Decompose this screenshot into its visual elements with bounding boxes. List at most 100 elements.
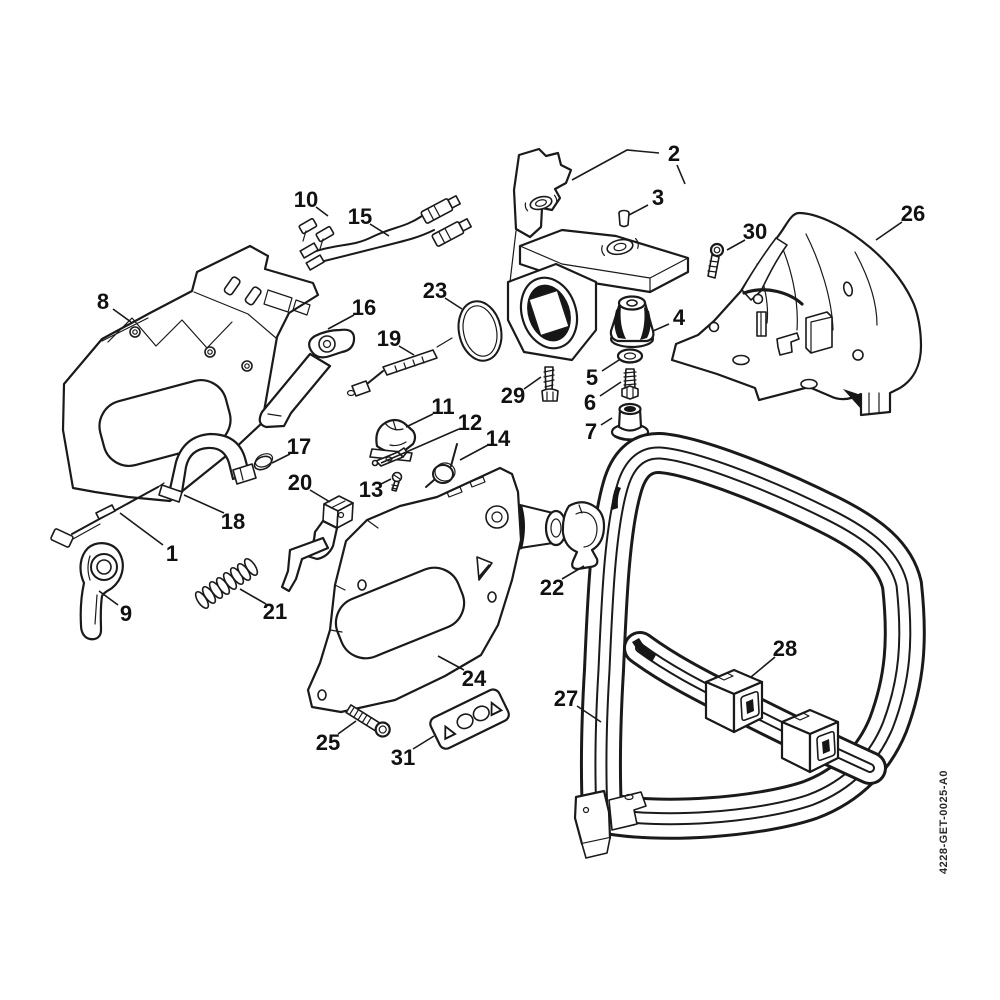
part-label-2: 2: [668, 141, 680, 166]
part-label-21: 21: [263, 599, 287, 624]
part-label-9: 9: [120, 601, 132, 626]
part-19-throttle-cable: [346, 337, 453, 397]
part-label-15: 15: [348, 204, 372, 229]
part-3-pin: [618, 209, 630, 228]
part-label-1: 1: [166, 541, 178, 566]
spade-connector: [431, 217, 472, 247]
part-label-31: 31: [391, 745, 415, 770]
part-31-safety-sticker: [429, 688, 510, 750]
part-label-4: 4: [673, 305, 686, 330]
part-label-25: 25: [316, 730, 340, 755]
part-30-screw: [707, 242, 725, 279]
part-label-13: 13: [359, 477, 383, 502]
leader-line-part-18: [183, 494, 225, 514]
leader-line-part-31: [412, 735, 435, 750]
part-15-wiring-harness: [299, 194, 472, 271]
part-label-8: 8: [97, 289, 109, 314]
leader-line-part-22: [561, 565, 585, 580]
part-22-cable-clip: [561, 501, 606, 571]
leader-line-part-24: [437, 655, 465, 671]
leader-line-part-27: [576, 705, 602, 723]
clamp-block-upper: [704, 668, 764, 734]
part-17-pivot-pin: [253, 453, 274, 471]
part-2-switch-housing-assembly: [506, 147, 690, 362]
part-label-6: 6: [584, 390, 596, 415]
leader-line-part-21: [239, 588, 267, 605]
clamp-block-lower: [780, 708, 840, 774]
leader-line-part-3: [628, 204, 649, 216]
leader-line-part-29: [523, 376, 542, 390]
part-9-choke-lever: [79, 542, 124, 641]
leader-line-part-6: [599, 381, 622, 397]
leader-line-part-17: [271, 453, 291, 464]
part-28-clamp-blocks: [704, 668, 840, 774]
part-label-23: 23: [423, 278, 447, 303]
drawing-number-watermark: 4228-GET-0025-A0: [938, 770, 950, 874]
leader-line-part-16: [327, 314, 355, 330]
part-18-stirrup-bracket: [158, 432, 257, 503]
part-27-handle-foot: [573, 789, 647, 859]
part-label-30: 30: [743, 219, 767, 244]
leader-line-part-2: [571, 149, 660, 181]
part-23-o-ring: [457, 300, 503, 362]
part-label-18: 18: [221, 509, 245, 534]
part-label-17: 17: [287, 434, 311, 459]
part-label-12: 12: [458, 410, 482, 435]
leader-line-part-19: [398, 345, 415, 356]
leader-line-part-8: [112, 308, 132, 323]
leader-line-part-30: [726, 239, 746, 251]
part-label-3: 3: [652, 185, 664, 210]
part-10-terminal-clips: [298, 217, 335, 250]
part-label-11: 11: [431, 394, 454, 419]
leader-line-part-28: [750, 656, 776, 678]
part-label-27: 27: [554, 686, 578, 711]
part-6-screw: [621, 368, 639, 400]
part-label-22: 22: [540, 575, 564, 600]
part-label-16: 16: [352, 295, 376, 320]
part-29-screw: [541, 366, 559, 402]
part-label-20: 20: [288, 470, 312, 495]
part-label-5: 5: [586, 365, 598, 390]
part-27-loop-handle: [579, 432, 926, 840]
part-26-cover-bracket: [670, 211, 923, 417]
part-callouts: 1234567891011121314151617181920212223242…: [97, 141, 925, 770]
leader-line-part-2: [676, 164, 686, 185]
leader-line-part-26: [875, 221, 903, 241]
part-label-29: 29: [501, 383, 525, 408]
part-7-grommet: [610, 402, 650, 442]
part-label-28: 28: [773, 636, 797, 661]
leader-line-part-23: [444, 297, 463, 310]
leader-line-part-7: [600, 417, 613, 426]
leader-line-part-5: [601, 359, 620, 372]
part-25-screw: [345, 704, 391, 738]
part-13-screw: [391, 471, 403, 492]
leader-line-part-13: [380, 478, 392, 485]
part-5-washer: [616, 348, 644, 364]
leader-line-part-1: [119, 512, 164, 546]
leader-line-part-11: [405, 413, 434, 428]
part-1-throttle-rod: [50, 482, 165, 548]
part-4-buffer-cone: [609, 295, 655, 349]
part-8-handle-housing-left: [61, 244, 320, 503]
part-24-handle-housing-right: [306, 466, 568, 714]
spade-connector: [420, 194, 461, 224]
leader-line-part-9: [98, 590, 119, 606]
part-label-24: 24: [462, 666, 487, 691]
part-label-19: 19: [377, 326, 401, 351]
leader-line-part-20: [309, 489, 331, 503]
part-label-26: 26: [901, 201, 925, 226]
leader-line-part-25: [337, 720, 357, 735]
part-label-7: 7: [585, 419, 597, 444]
part-14-torsion-spring: [425, 443, 458, 488]
leader-line-part-15: [369, 223, 390, 237]
leader-line-part-4: [652, 323, 670, 332]
leader-line-part-10: [315, 206, 329, 217]
part-label-10: 10: [294, 187, 318, 212]
leader-line-part-14: [459, 444, 489, 461]
part-20-trigger-switch: [280, 495, 354, 593]
part-21-compression-spring: [194, 557, 259, 610]
part-label-14: 14: [486, 426, 511, 451]
leader-line-part-12: [380, 428, 460, 464]
